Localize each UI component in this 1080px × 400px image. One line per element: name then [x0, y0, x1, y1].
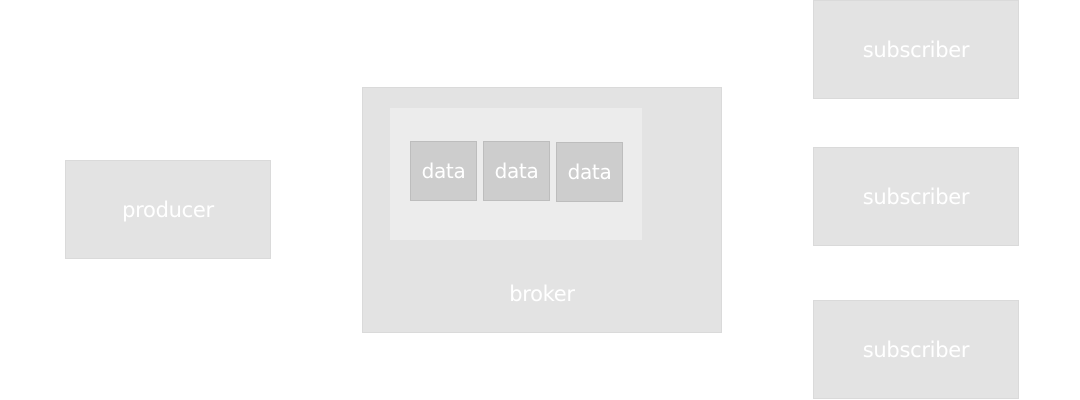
- queue-data-item: data: [410, 141, 477, 201]
- message-queue: data data data: [390, 108, 642, 240]
- subscriber-label: subscriber: [862, 337, 970, 362]
- queue-data-item: data: [483, 141, 550, 201]
- broker-node: data data data broker: [362, 87, 722, 333]
- broker-label: broker: [509, 282, 575, 306]
- producer-label: producer: [122, 197, 214, 222]
- producer-node: producer: [65, 160, 271, 259]
- subscriber-label: subscriber: [862, 184, 970, 209]
- data-label: data: [567, 160, 612, 184]
- subscriber-node: subscriber: [813, 147, 1019, 246]
- queue-data-item: data: [556, 142, 623, 202]
- subscriber-label: subscriber: [862, 37, 970, 62]
- subscriber-node: subscriber: [813, 0, 1019, 99]
- data-label: data: [494, 159, 539, 183]
- data-label: data: [421, 159, 466, 183]
- subscriber-node: subscriber: [813, 300, 1019, 399]
